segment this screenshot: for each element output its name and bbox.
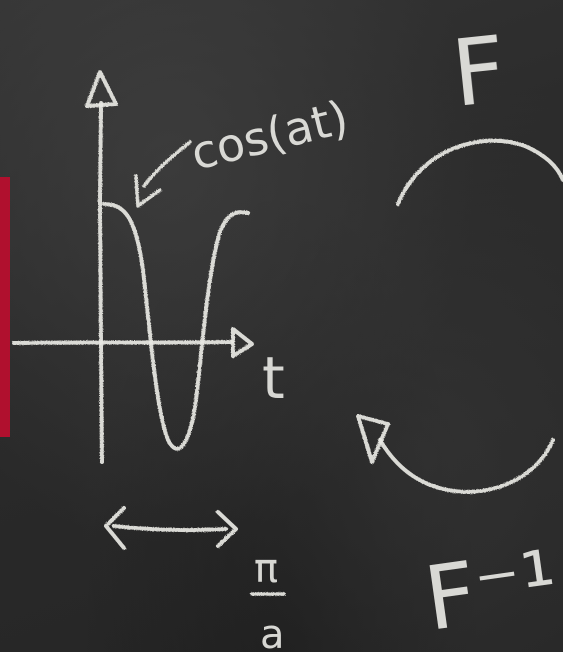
- y-axis-arrowhead: [85, 70, 118, 108]
- period-arrow-left-head: [104, 506, 126, 550]
- inverse-transform-arc: [378, 438, 555, 494]
- inverse-transform-label: F⁻¹: [419, 530, 563, 650]
- label-pointer-arrow: [142, 140, 192, 188]
- period-arrow-line: [112, 524, 228, 532]
- x-axis-line: [12, 340, 234, 345]
- forward-transform-arc: [396, 138, 563, 206]
- label-pointer-arrowhead: [134, 174, 162, 208]
- period-arrow-right-head: [216, 510, 238, 548]
- axis-label-t: t: [262, 344, 285, 412]
- period-denominator: a: [260, 612, 285, 652]
- forward-transform-label: F: [447, 16, 511, 128]
- function-label: cos(at): [186, 90, 354, 181]
- y-axis-line: [98, 101, 104, 464]
- inverse-transform-arrowhead: [356, 414, 390, 464]
- period-numerator: π: [254, 546, 278, 592]
- cosine-curve: [102, 202, 250, 451]
- red-accent-bar: [0, 177, 10, 437]
- x-axis-arrowhead: [231, 327, 254, 358]
